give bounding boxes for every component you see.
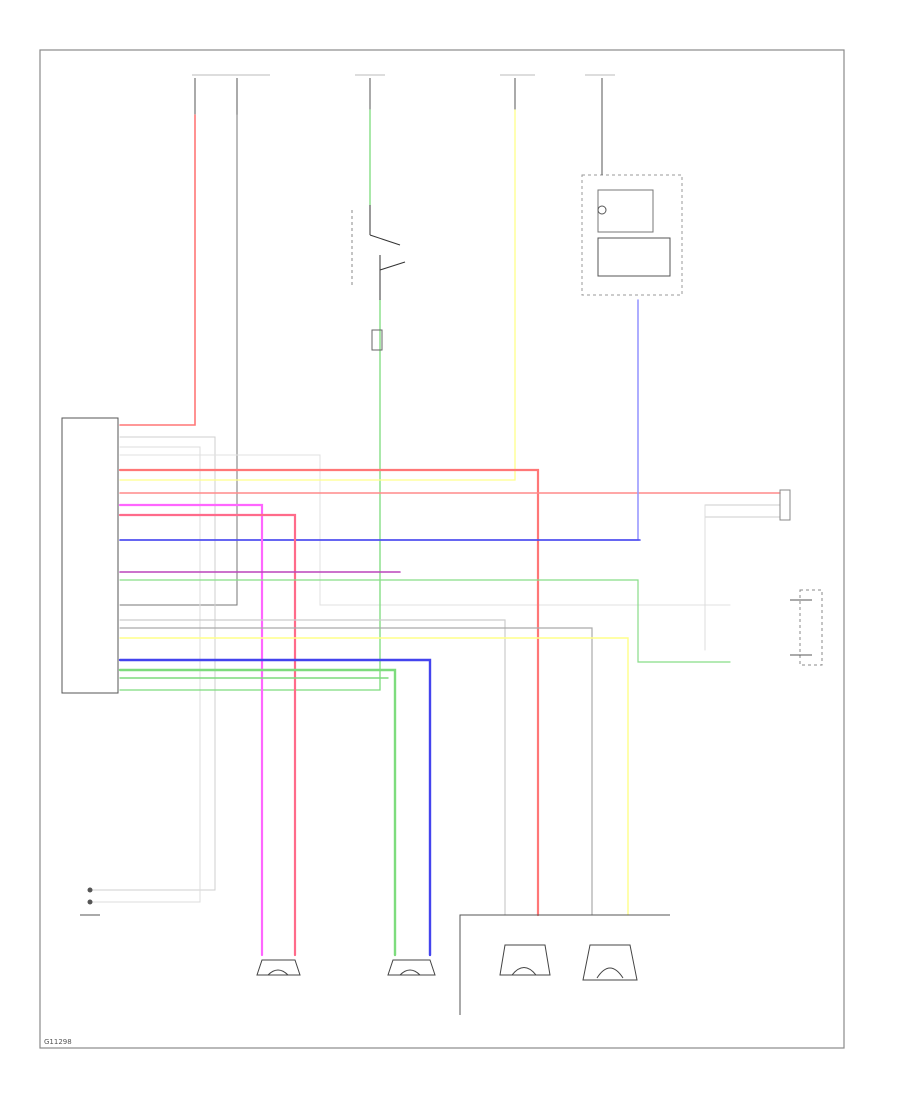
lr-sensor-coil <box>511 967 537 976</box>
wire-green-lamp <box>119 579 731 663</box>
hydraulic-unit <box>581 110 683 296</box>
left-front-sensor <box>256 959 301 976</box>
left-rear-sensor <box>499 944 551 976</box>
wire-yellow-rear <box>119 637 629 916</box>
rr-sensor-body <box>582 944 638 981</box>
right-rear-sensor <box>582 944 638 981</box>
switch-contact-1 <box>369 234 401 246</box>
rear-sensor-bracket <box>459 914 670 1015</box>
rf-sensor-coil <box>399 969 421 976</box>
rr-sensor-coil <box>596 967 624 979</box>
switch-contact-2 <box>379 261 406 271</box>
wire-pink-lf-sensor <box>118 503 264 957</box>
figure-id: G11298 <box>44 1038 72 1046</box>
top-power-feeds <box>192 74 615 115</box>
wire-red-rear-sensor <box>118 468 540 917</box>
wire-gray-rear <box>119 619 506 916</box>
wires <box>89 109 781 957</box>
abs-warning-lamp <box>799 589 823 666</box>
right-front-sensor <box>387 959 436 976</box>
stop-lamp <box>371 329 383 351</box>
wire-black-ground <box>119 114 238 606</box>
wire-blue-rf-sensor <box>118 658 432 957</box>
hydraulic-unit-case <box>581 174 683 296</box>
wire-yellow-fuse3 <box>119 109 516 481</box>
wire-gray-1 <box>89 436 216 891</box>
data-link-connector <box>779 489 791 521</box>
wheel-sensors <box>256 944 638 981</box>
lf-sensor-coil <box>267 969 289 976</box>
abs-control-module <box>61 417 119 694</box>
diag-pin-1 <box>87 887 93 893</box>
pump-motor-box <box>597 237 671 277</box>
wire-red-lf-sensor <box>118 513 297 957</box>
wire-red-power <box>119 114 196 426</box>
diagram-frame <box>39 49 845 1049</box>
right-connectors <box>779 489 823 666</box>
wire-green-rf-sensor <box>118 668 397 957</box>
diagnostic-connector <box>80 887 100 916</box>
diag-pin-2 <box>87 899 93 905</box>
relay-coil <box>597 205 607 215</box>
stop-light-switch <box>351 205 406 351</box>
wire-gray-rear-2 <box>119 627 593 916</box>
wire-gray-3 <box>119 454 731 606</box>
rear-sensor-area <box>459 914 670 1015</box>
lf-sensor-body <box>256 959 301 976</box>
rf-sensor-body <box>387 959 436 976</box>
wire-green-stoplight <box>119 299 381 691</box>
lr-sensor-body <box>499 944 551 976</box>
wire-gray-2 <box>89 446 201 903</box>
